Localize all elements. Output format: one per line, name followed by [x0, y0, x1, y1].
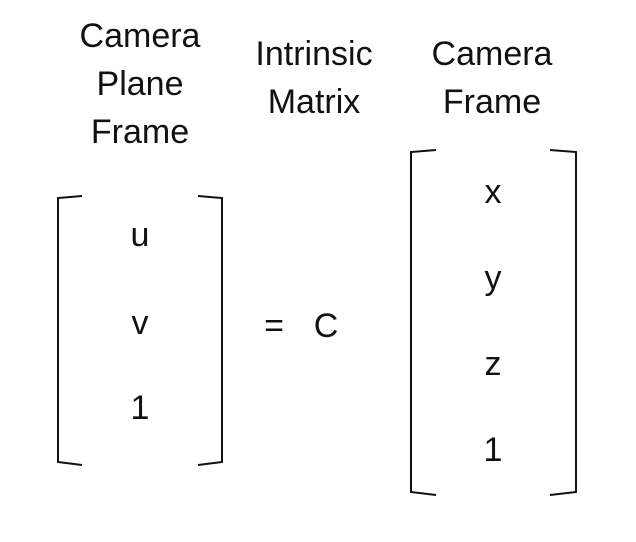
right-vector-open-bracket: [410, 149, 437, 496]
camera-frame-heading: Camera Frame: [392, 30, 592, 126]
left-vector-open-bracket: [57, 195, 83, 466]
equals-sign: =: [264, 307, 284, 345]
heading-line: Camera: [431, 35, 553, 73]
camera-plane-frame-heading: Camera Plane Frame: [40, 12, 240, 156]
intrinsic-matrix-symbol: C: [313, 307, 339, 345]
intrinsic-matrix-heading: Intrinsic Matrix: [214, 30, 414, 126]
right-vector-entry-z: z: [484, 345, 502, 383]
heading-line: Frame: [90, 113, 190, 151]
left-vector-entry-u: u: [130, 216, 150, 254]
left-vector-close-bracket: [197, 195, 223, 466]
heading-line: Plane: [96, 65, 184, 103]
heading-line: Frame: [442, 83, 542, 121]
heading-line: Camera: [79, 17, 201, 55]
right-vector-entry-1: 1: [483, 431, 503, 469]
left-vector-entry-v: v: [131, 304, 149, 342]
heading-line: Intrinsic: [255, 35, 373, 73]
right-vector-entry-x: x: [484, 173, 502, 211]
right-vector-entry-y: y: [484, 259, 502, 297]
left-vector-entry-1: 1: [130, 389, 150, 427]
right-vector-close-bracket: [549, 149, 577, 496]
heading-line: Matrix: [267, 83, 361, 121]
